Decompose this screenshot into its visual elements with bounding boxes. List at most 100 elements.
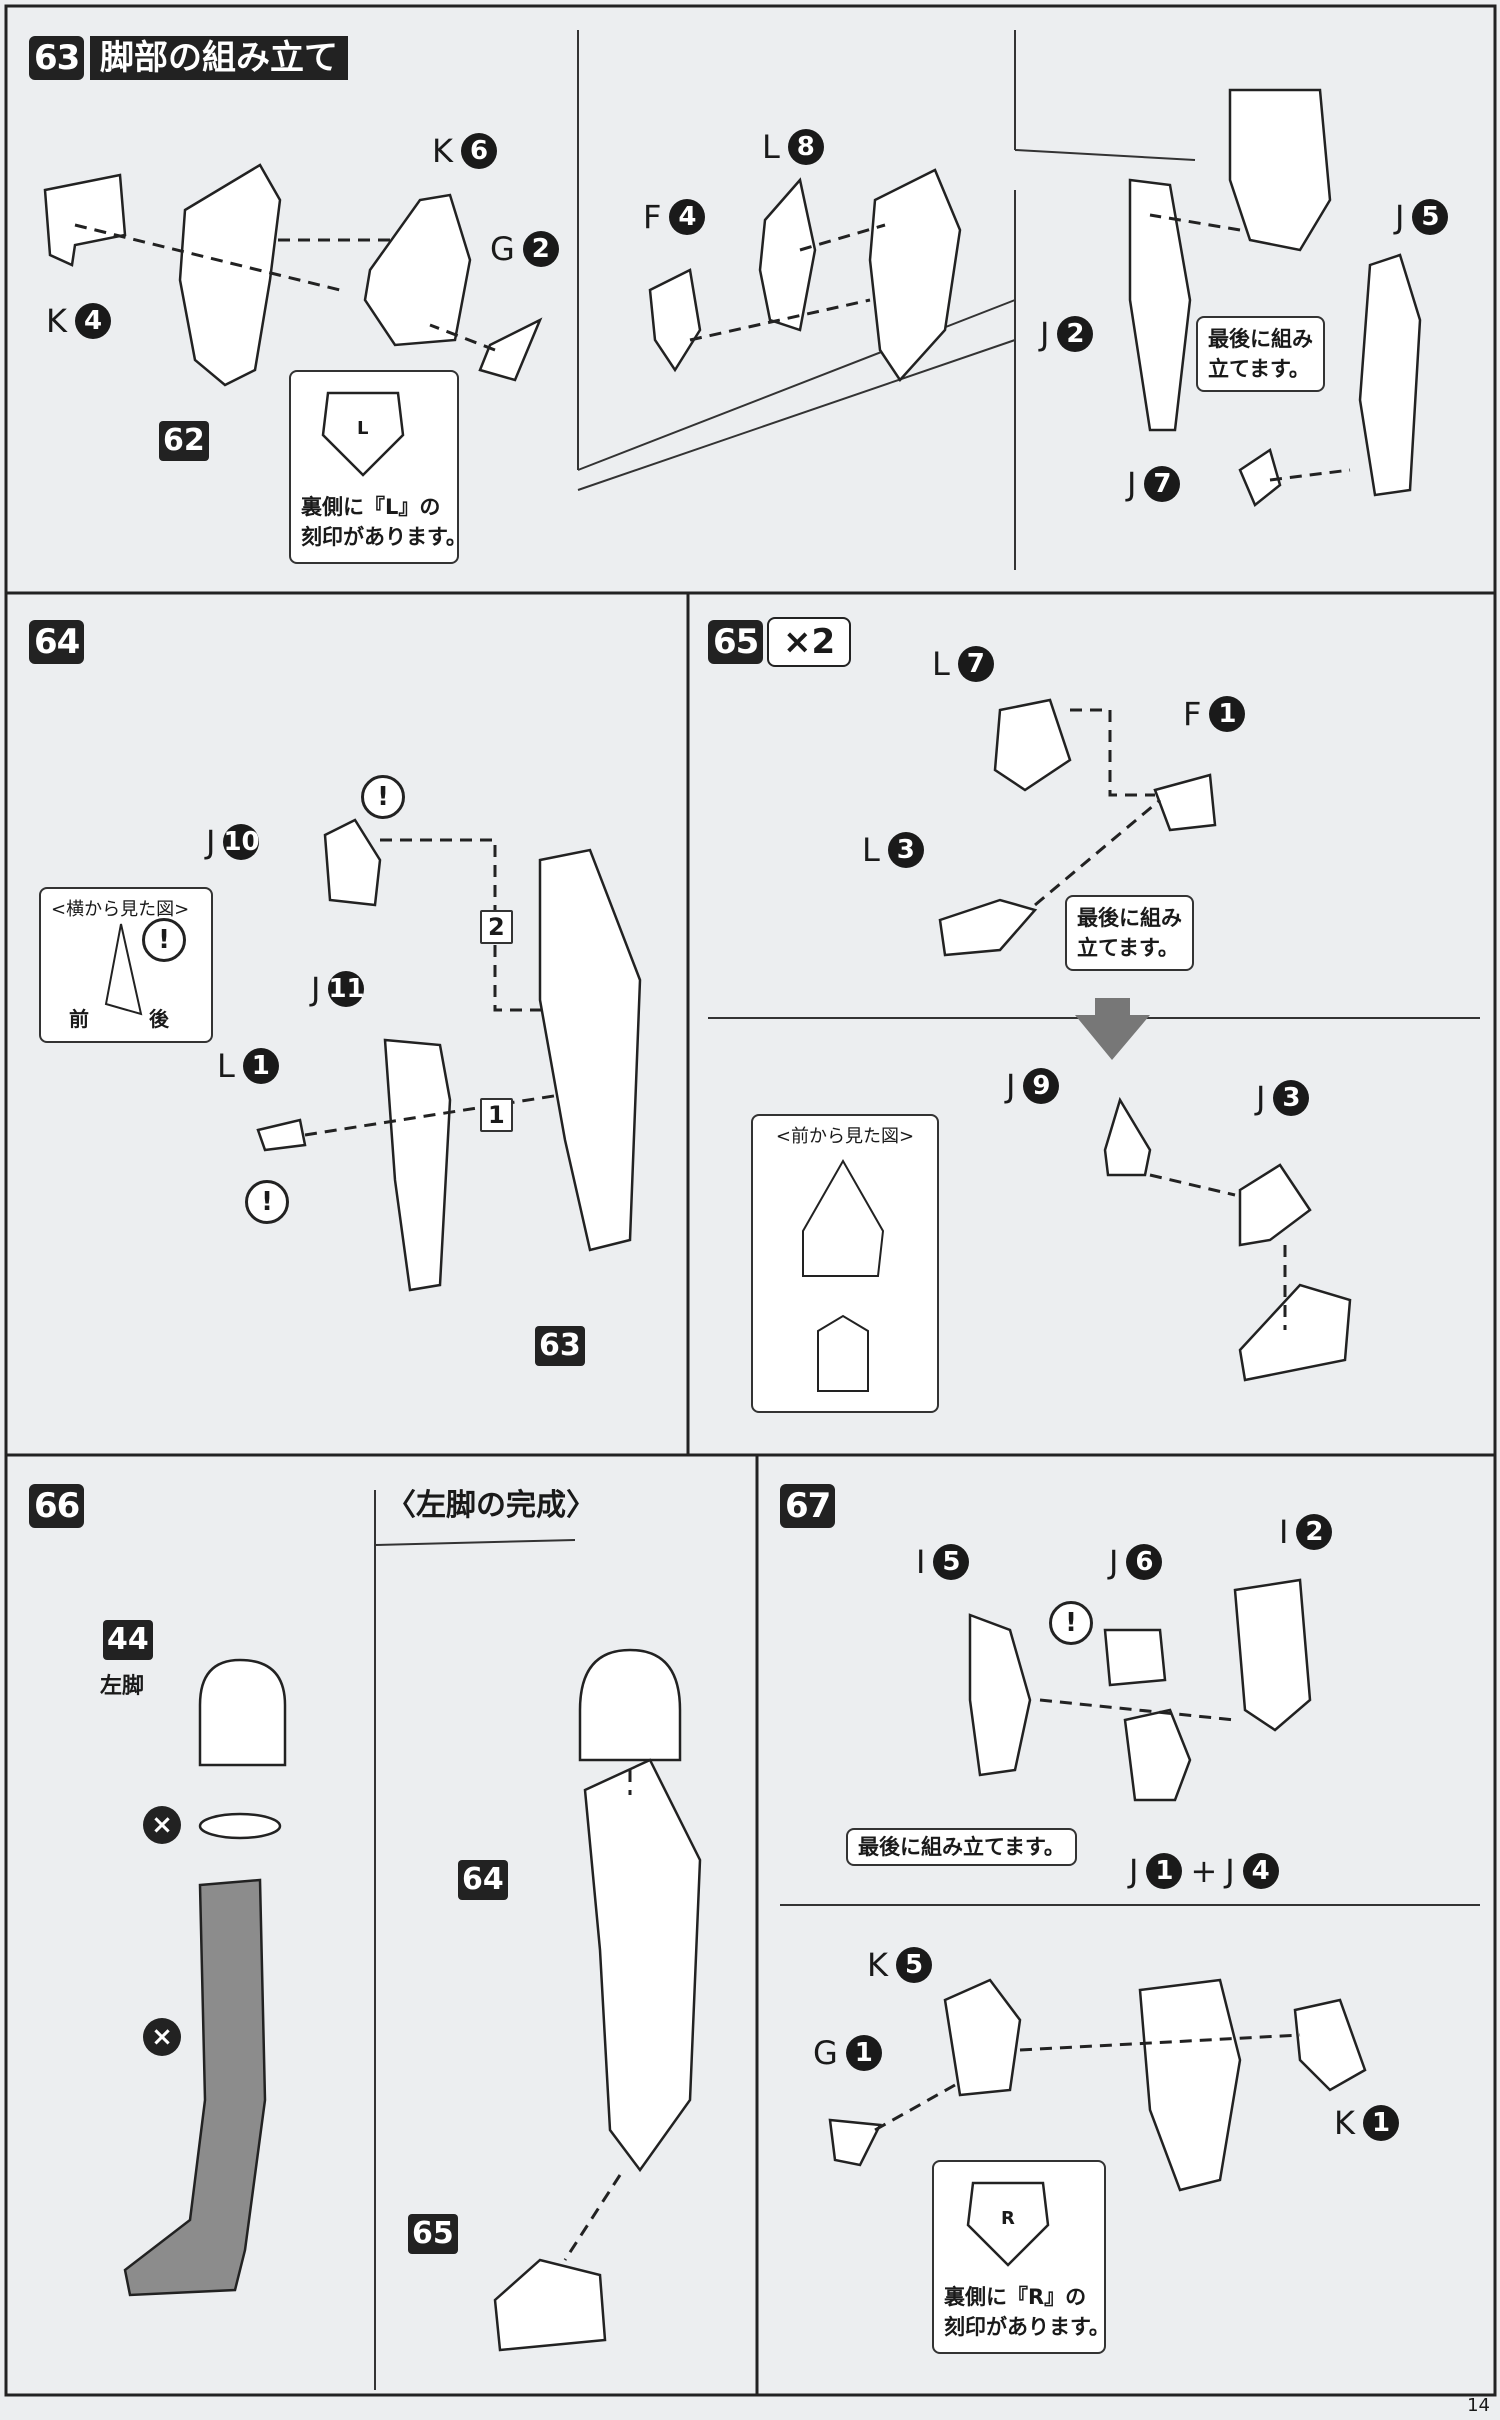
part-number-badge: 1 — [1146, 1853, 1183, 1889]
part-foot — [1238, 1283, 1352, 1382]
part-letter: G — [490, 230, 515, 268]
order-marker-2: 2 — [480, 910, 513, 944]
part-j7 — [1238, 448, 1282, 508]
part-64-top — [578, 1648, 682, 1762]
side-view-box: <横から見た図> — [39, 887, 213, 1043]
stamp-shield-r — [966, 2181, 1050, 2267]
note-line: 刻印があります。 — [301, 525, 467, 549]
part-letter: J — [1109, 1543, 1119, 1581]
part-letter: J — [311, 970, 321, 1008]
part-letter: F — [643, 198, 662, 236]
front-view-box: <前から見た図> — [751, 1114, 939, 1413]
multiplier-badge: ×2 — [767, 617, 852, 667]
part-j9 — [1103, 1096, 1152, 1177]
step-title: 脚部の組み立て — [90, 36, 348, 80]
step-number-67: 67 — [780, 1484, 836, 1528]
part-number-badge: 6 — [460, 133, 497, 169]
note-line: 立てます。 — [1208, 357, 1310, 381]
assemble-last-note: 最後に組み立てます。 — [846, 1828, 1077, 1866]
back-label: 後 — [149, 1007, 169, 1031]
part-leg-upper-62 — [178, 163, 282, 387]
part-letter: J — [1006, 1067, 1016, 1105]
part-number-badge: 3 — [1273, 1080, 1310, 1116]
note-line: 最後に組み — [1077, 906, 1182, 930]
part-letter: K — [432, 132, 453, 170]
part-letter: J — [206, 823, 216, 861]
part-letter: F — [1183, 695, 1202, 733]
front-label: 前 — [69, 1007, 89, 1031]
part-letter: I — [916, 1543, 926, 1581]
part-j3 — [1238, 1163, 1312, 1247]
part-j10 — [323, 818, 382, 907]
part-f1 — [1153, 773, 1217, 832]
part-number-badge: 10 — [223, 824, 260, 860]
washer — [198, 1812, 282, 1840]
part-l1 — [256, 1118, 307, 1152]
part-j6 — [1103, 1628, 1167, 1687]
part-number-badge: 7 — [957, 646, 994, 682]
part-number-badge: 4 — [669, 199, 706, 235]
part-letter: L — [932, 645, 950, 683]
part-g2 — [478, 317, 543, 382]
part-number-badge: 1 — [1362, 2105, 1399, 2141]
part-letter: J — [1225, 1852, 1235, 1890]
part-letter: L — [862, 831, 880, 869]
step-number-64: 64 — [29, 620, 85, 664]
part-number-badge: 1 — [845, 2035, 882, 2071]
note-line: 最後に組み — [1208, 327, 1313, 351]
part-k5 — [943, 1978, 1022, 2097]
step-number-65: 65 — [708, 620, 764, 664]
part-l7 — [993, 698, 1072, 792]
part-number-badge: 8 — [787, 129, 824, 165]
part-number-badge: 5 — [1412, 199, 1449, 235]
part-number-badge: 4 — [74, 303, 111, 339]
part-number-badge: 2 — [1057, 316, 1094, 352]
part-j2 — [1128, 178, 1192, 432]
part-j5 — [1358, 253, 1422, 497]
front-view-title: <前から見た図> — [775, 1126, 915, 1147]
part-letter: J — [1127, 465, 1137, 503]
assemble-last-note: 最後に組み 立てます。 — [1196, 316, 1325, 392]
part-k6 — [363, 193, 472, 347]
part-letter: J — [1256, 1079, 1266, 1117]
stamp-letter-r: R — [1001, 2208, 1015, 2229]
plus-sign: + — [1190, 1852, 1218, 1890]
part-f4 — [648, 268, 702, 373]
part-number-badge: 11 — [328, 971, 365, 1007]
order-marker-1: 1 — [480, 1098, 513, 1132]
caution-icon: ! — [1049, 1601, 1093, 1645]
part-number-badge: 2 — [522, 231, 559, 267]
page-number: 14 — [1467, 2395, 1490, 2416]
part-letter: I — [1279, 1513, 1289, 1551]
part-leg-upper-67 — [1138, 1978, 1242, 2192]
ref-step-44: 44 — [103, 1620, 153, 1660]
part-number-badge: 5 — [933, 1544, 970, 1580]
stamp-shield-l — [321, 391, 405, 477]
part-illustrations — [43, 88, 1422, 2352]
caution-icon: ! — [245, 1180, 289, 1224]
ref-step-64: 64 — [458, 1860, 508, 1900]
part-number-badge: 7 — [1144, 466, 1181, 502]
part-number-badge: 1 — [242, 1048, 279, 1084]
part-i5 — [968, 1613, 1032, 1777]
part-k4 — [43, 173, 127, 267]
part-64-leg — [583, 1758, 702, 2173]
part-j1-j4 — [1123, 1708, 1192, 1802]
note-line: 裏側に『R』の — [944, 2285, 1087, 2309]
leg-body-gray — [123, 1878, 267, 2297]
